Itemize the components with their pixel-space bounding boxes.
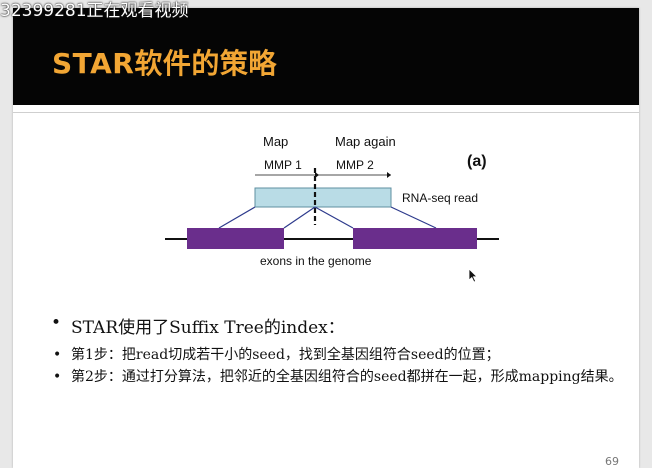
title-divider: [13, 112, 639, 113]
connector-2: [283, 206, 316, 229]
slide-title: STAR软件的策略: [52, 47, 277, 80]
bullet-text-2: 第1步：把read切成若干小的seed，找到全基因组符合seed的位置；: [71, 347, 500, 363]
bullet-item-3: • 第2步：通过打分算法，把邻近的全基因组符合的seed都拼在一起，形成mapp…: [51, 366, 631, 388]
label-mmp1: MMP 1: [264, 158, 302, 172]
bullet-dot: •: [53, 369, 62, 385]
mmp-arrowhead-end: [387, 172, 391, 178]
label-exons: exons in the genome: [260, 254, 372, 268]
slide: STAR软件的策略 Map Map again MMP 1 MMP 2 (a) …: [13, 8, 639, 468]
label-rna-seq-read: RNA-seq read: [402, 191, 478, 205]
mouse-pointer-icon: [468, 268, 478, 283]
bullet-dot: •: [53, 347, 62, 363]
exon-1: [187, 228, 284, 249]
label-map: Map: [263, 134, 288, 149]
bullet-item-2: • 第1步：把read切成若干小的seed，找到全基因组符合seed的位置；: [51, 344, 631, 366]
bullet-text-3: 第2步：通过打分算法，把邻近的全基因组符合的seed都拼在一起，形成mappin…: [71, 369, 623, 385]
connector-4: [390, 206, 437, 229]
connector-1: [218, 206, 256, 229]
label-map-again: Map again: [335, 134, 396, 149]
bullet-dot: •: [51, 313, 62, 333]
exon-2: [353, 228, 477, 249]
star-mapping-diagram: Map Map again MMP 1 MMP 2 (a) RNA-seq re…: [165, 134, 499, 268]
title-bar: STAR软件的策略: [13, 8, 639, 105]
panel-label: (a): [467, 153, 487, 170]
label-mmp2: MMP 2: [336, 158, 374, 172]
connector-3: [314, 206, 354, 229]
bullet-item-1: • STAR使用了Suffix Tree的index：: [51, 313, 631, 338]
bullet-text-1: STAR使用了Suffix Tree的index：: [71, 318, 345, 338]
viewer-overlay-text: 32399281正在观看视频: [0, 1, 189, 21]
bullet-list: • STAR使用了Suffix Tree的index： • 第1步：把read切…: [51, 313, 631, 388]
page-number: 69: [605, 455, 619, 468]
rna-seq-read: [254, 187, 392, 208]
